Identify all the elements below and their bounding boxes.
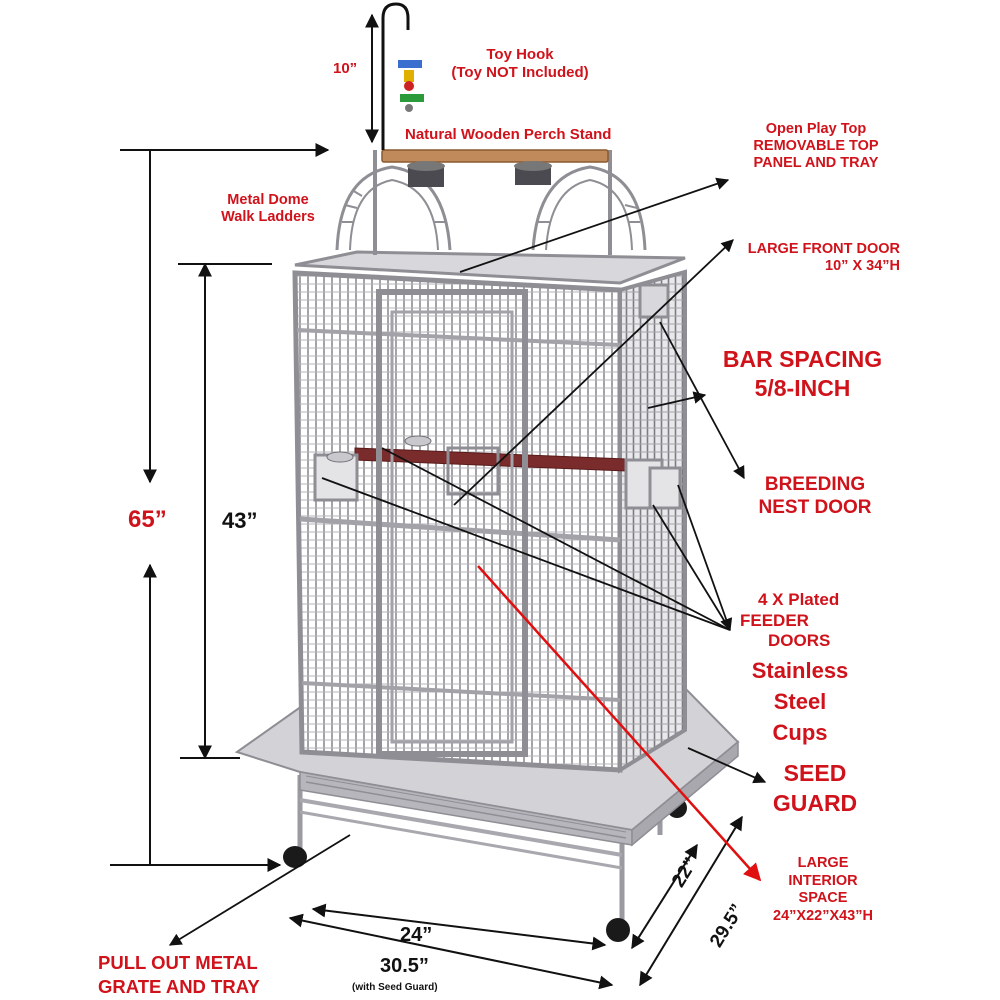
front-door-line-2: 10” X 34”H [825,258,900,275]
feeder-door [648,466,682,510]
open-top-line-1: Open Play Top [765,121,867,137]
feeder-line-2: FEEDER [740,610,809,630]
pull-out-grate [305,775,627,839]
interior-line-3: SPACE [798,890,848,907]
play-top-cups [407,161,552,187]
cups-label: Stainless Steel Cups [735,656,865,748]
dimension-total-height: 65” [128,506,167,533]
seed-guard-label: SEED GUARD [760,759,870,819]
toy-hook-note: (Toy NOT Included) [451,63,589,81]
front-door-label: LARGE FRONT DOOR 10” X 34”H [700,241,900,275]
nest-door-label: BREEDING NEST DOOR [740,474,890,520]
perch-stand-label: Natural Wooden Perch Stand [405,126,612,143]
nest-door-line-2: NEST DOOR [758,496,872,518]
open-top-line-2: REMOVABLE TOP [753,138,879,155]
dimension-width-guard-note: (with Seed Guard) [352,982,438,993]
toy-hook [381,2,410,150]
seed-guard-line-1: SEED [783,760,847,786]
callout-lines [168,177,767,946]
cups-line-1: Stainless [751,658,849,683]
wheel [606,918,630,942]
breeding-nest-door [638,283,670,319]
dimension-width-guard: 30.5” [380,955,429,977]
feeder-line-3: DOORS [768,631,831,651]
dimension-hook-height: 10” [333,60,358,77]
interior-space-label: LARGE INTERIOR SPACE 24”X22”X43”H [760,855,886,926]
cups-line-2: Steel [773,688,827,714]
feeder-door [313,453,359,502]
bar-spacing-label: BAR SPACING 5/8-INCH [700,345,905,403]
dimension-lines [110,13,743,990]
dimension-cage-height: 43” [222,508,258,533]
perch-stand-frame [373,150,612,255]
ladders-label: Metal Dome Walk Ladders [198,192,338,226]
wooden-perch [381,149,609,163]
ladders-line-1: Metal Dome [227,192,309,208]
removable-top-panel [294,250,686,285]
grate-line-2: GRATE AND TRAY [98,976,260,998]
toy-hook-title: Toy Hook [486,46,554,63]
open-top-label: Open Play Top REMOVABLE TOP PANEL AND TR… [726,121,906,172]
interior-line-2: INTERIOR [788,872,858,889]
nest-door-line-1: BREEDING [764,474,866,495]
grate-tray-label: PULL OUT METAL GRATE AND TRAY [98,951,303,999]
cage-body [292,250,687,774]
ladders-line-2: Walk Ladders [221,209,315,226]
open-top-line-3: PANEL AND TRAY [753,155,879,172]
interior-line-1: LARGE [797,855,849,871]
toy-hook-label: Toy Hook (Toy NOT Included) [435,46,605,81]
bar-spacing-line-1: BAR SPACING [722,346,883,372]
feeder-doors-label: 4 X Plated FEEDER DOORS [740,590,905,652]
dome-walk-ladders [335,165,647,251]
grate-line-1: PULL OUT METAL [98,952,258,973]
interior-line-4: 24”X22”X43”H [773,908,873,925]
dimension-width: 24” [400,924,433,946]
front-door-line-1: LARGE FRONT DOOR [747,241,900,257]
interior-arrow [477,565,762,882]
cups-line-3: Cups [772,719,828,745]
feeder-door [446,446,500,496]
bar-spacing-line-2: 5/8-INCH [754,374,851,401]
toy-icon [398,60,424,112]
wheel [283,846,307,868]
feeder-line-1: 4 X Plated [758,590,840,609]
seed-guard-line-2: GUARD [772,789,858,816]
